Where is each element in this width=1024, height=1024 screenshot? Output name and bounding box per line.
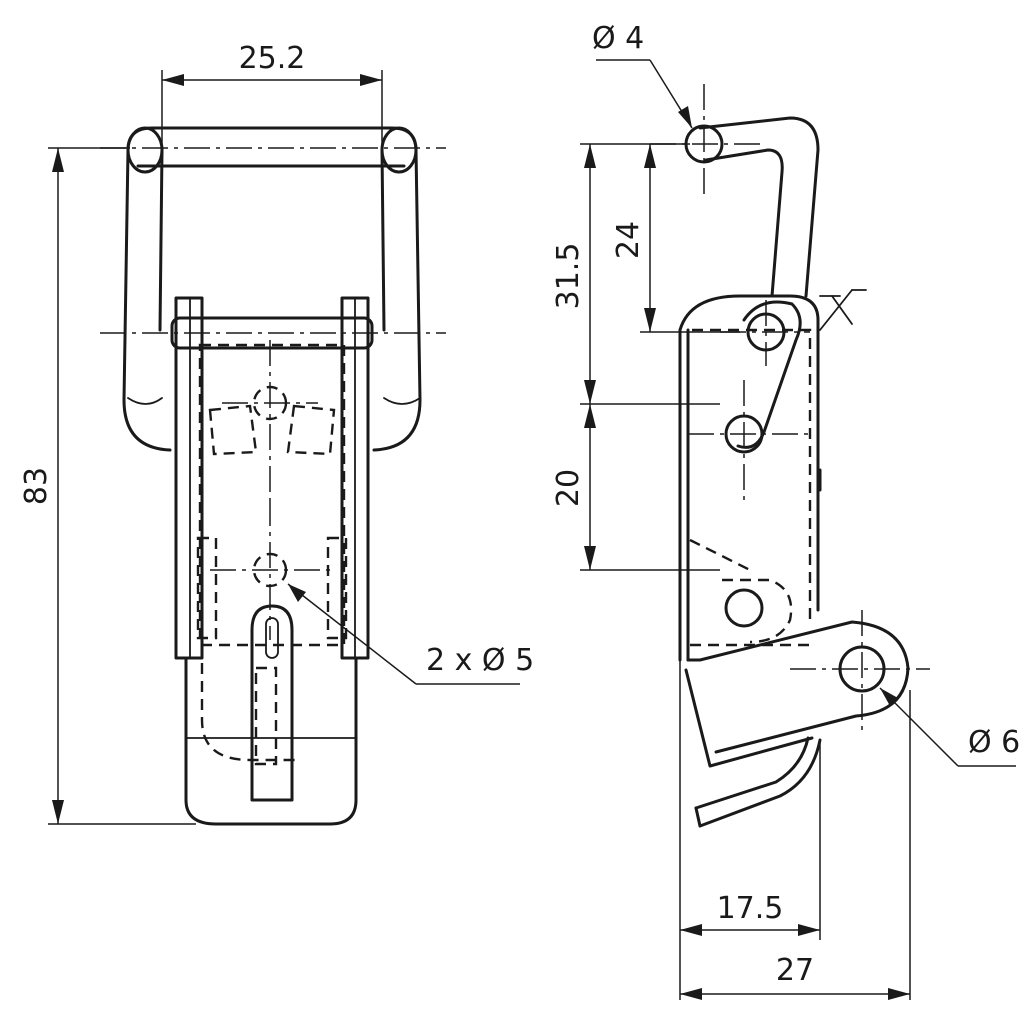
leader-mount-holes: 2 x Ø 5 [287, 583, 534, 685]
dim-front-width: 25.2 [161, 41, 383, 150]
dim-hook-height-inner: 24 [611, 144, 740, 333]
dim-side-depth-outer: 27 [680, 690, 911, 1000]
dim-label-side-outer: 27 [776, 953, 814, 988]
toggle-lip [684, 668, 822, 828]
dim-side-depth-inner: 17.5 [679, 660, 821, 1000]
dim-label-side-inner: 17.5 [717, 891, 784, 926]
base-plate-hidden [196, 343, 348, 762]
leader-pivot-hole: Ø 6 [879, 687, 1020, 767]
dim-front-height: 83 [19, 147, 196, 825]
hook [650, 84, 820, 298]
mount-hole-upper [222, 340, 318, 500]
mount-hole-lower [210, 500, 336, 640]
pivot-hole [686, 610, 930, 754]
dim-label-hook-outer: 31.5 [551, 243, 586, 310]
dim-hole-spacing: 20 [551, 404, 720, 571]
dim-label-hole-spacing: 20 [551, 469, 586, 507]
dim-label-front-height: 83 [19, 467, 54, 505]
lower-slot [722, 578, 793, 644]
dim-label-hook-hole: Ø 4 [592, 21, 644, 56]
dim-label-front-width: 25.2 [239, 41, 306, 76]
side-view: Ø 4 31.5 24 20 Ø 6 [551, 21, 1020, 1000]
surface-symbol [819, 289, 867, 331]
dim-label-hook-inner: 24 [611, 221, 646, 259]
pivot-pin [100, 316, 446, 350]
dim-label-pivot-hole: Ø 6 [968, 725, 1020, 760]
side-housing [678, 294, 822, 662]
wire-bail [100, 126, 446, 452]
lever-link [688, 300, 810, 500]
dim-label-mount-holes: 2 x Ø 5 [426, 643, 534, 678]
side-flanges [174, 296, 370, 660]
leader-hook-hole: Ø 4 [592, 21, 693, 129]
latch-body [184, 604, 358, 826]
dim-hook-height-outer: 31.5 [551, 143, 720, 405]
front-view: 25.2 83 2 x Ø 5 [19, 41, 534, 826]
